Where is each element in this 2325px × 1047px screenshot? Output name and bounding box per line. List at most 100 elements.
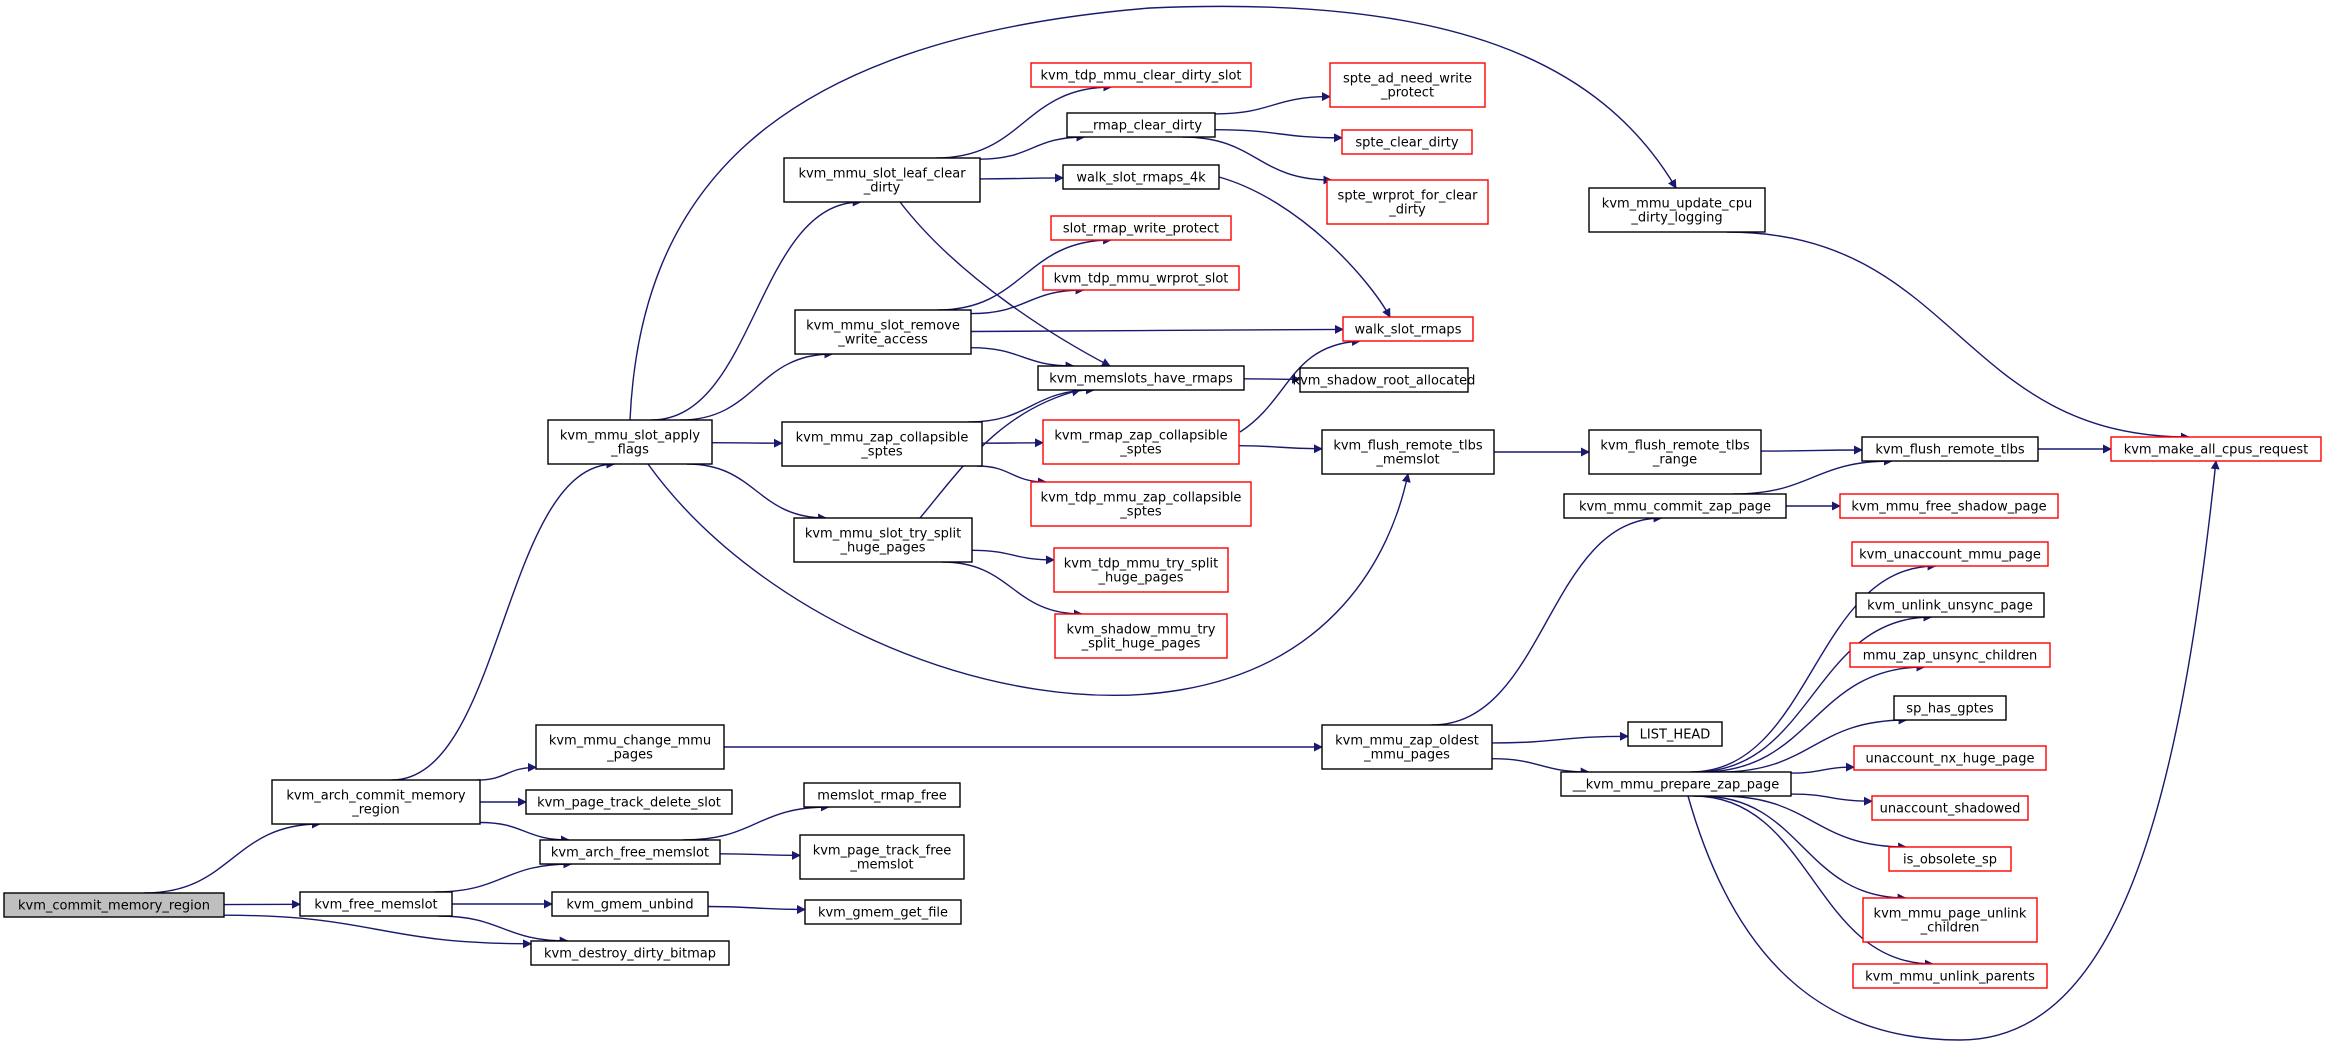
node-make-all-cpus-request[interactable]: kvm_make_all_cpus_request (2110, 436, 2322, 462)
node-label: mmu_zap_unsync_children (1863, 649, 2038, 664)
edge-prepare_zap_page-to-mmu_zap_unsync_children (1701, 662, 1926, 773)
node-walk-slot-rmaps[interactable]: walk_slot_rmaps (1342, 316, 1474, 342)
node-label: _sptes (860, 445, 903, 460)
node-memslot-rmap-free[interactable]: memslot_rmap_free (803, 782, 961, 808)
node-unaccount-mmu-page[interactable]: kvm_unaccount_mmu_page (1851, 541, 2049, 567)
node-label: spte_clear_dirty (1355, 136, 1458, 151)
node-label: kvm_flush_remote_tlbs (1875, 443, 2025, 458)
edge-slot_apply_flags-to-zap_collapsible_sptes (711, 438, 783, 448)
node-page-track-free-memslot[interactable]: kvm_page_track_free_memslot (799, 834, 965, 880)
node-sp-has-gptes[interactable]: sp_has_gptes (1893, 695, 2007, 721)
node-shadow-root-allocated[interactable]: kvm_shadow_root_allocated (1293, 367, 1476, 393)
node-commit-mem-region[interactable]: kvm_commit_memory_region (3, 892, 225, 918)
node-rmap-clear-dirty[interactable]: __rmap_clear_dirty (1066, 112, 1216, 138)
node-slot-remove-write-access[interactable]: kvm_mmu_slot_remove_write_access (794, 309, 972, 355)
node-slot-apply-flags[interactable]: kvm_mmu_slot_apply_flags (547, 419, 713, 465)
edge-free_memslot-to-arch_free_memslot (434, 859, 573, 893)
node-label: kvm_tdp_mmu_zap_collapsible (1041, 491, 1242, 506)
node-gmem-get-file[interactable]: kvm_gmem_get_file (804, 899, 962, 925)
node-box (1042, 265, 1240, 291)
node-label: LIST_HEAD (1640, 728, 1711, 743)
node-is-obsolete-sp[interactable]: is_obsolete_sp (1888, 846, 2012, 872)
node-unaccount-nx-huge-page[interactable]: unaccount_nx_huge_page (1853, 745, 2047, 771)
node-zap-collapsible-sptes[interactable]: kvm_mmu_zap_collapsible_sptes (781, 421, 983, 467)
node-spte-wrprot-for-clear-dirty[interactable]: spte_wrprot_for_clear_dirty (1326, 179, 1489, 225)
node-rmap-zap-collapsible[interactable]: kvm_rmap_zap_collapsible_sptes (1042, 419, 1240, 465)
edge-zap_oldest_mmu_pages-to-list_head (1491, 731, 1629, 744)
node-label: walk_slot_rmaps_4k (1076, 171, 1206, 186)
node-tdp-zap-collapsible[interactable]: kvm_tdp_mmu_zap_collapsible_sptes (1030, 481, 1252, 527)
node-free-memslot[interactable]: kvm_free_memslot (299, 891, 453, 917)
node-box (1066, 112, 1216, 138)
node-label: kvm_tdp_mmu_try_split (1064, 557, 1219, 572)
node-box (1849, 642, 2051, 668)
node-memslots-have-rmaps[interactable]: kvm_memslots_have_rmaps (1037, 365, 1245, 391)
edge-free_memslot-to-destroy_dirty_bitmap (438, 915, 569, 946)
node-prepare-zap-page[interactable]: __kvm_mmu_prepare_zap_page (1560, 771, 1792, 797)
node-change-mmu-pages[interactable]: kvm_mmu_change_mmu_pages (535, 724, 725, 770)
node-box (793, 517, 973, 563)
edge-arch_free_memslot-to-page_track_free_memslot (719, 850, 801, 860)
node-spte-clear-dirty[interactable]: spte_clear_dirty (1341, 129, 1473, 155)
edge-flush_tlbs_range-to-flush_remote_tlbs (1760, 445, 1863, 455)
edge-slot_remove_write_access-to-slot_rmap_write_protect (937, 235, 1113, 311)
edge-prepare_zap_page-to-unlink_unsync_page (1694, 612, 1933, 773)
node-gmem-unbind[interactable]: kvm_gmem_unbind (551, 891, 709, 917)
node-flush-remote-tlbs[interactable]: kvm_flush_remote_tlbs (1861, 436, 2039, 462)
node-label: kvm_flush_remote_tlbs (1600, 439, 1750, 454)
edge-memslots_have_rmaps-to-shadow_root_allocated (1243, 374, 1301, 384)
node-page-unlink-children[interactable]: kvm_mmu_page_unlink_children (1862, 897, 2038, 943)
node-destroy-dirty-bitmap[interactable]: kvm_destroy_dirty_bitmap (530, 940, 730, 966)
edge-slot_remove_write_access-to-walk_slot_rmaps (970, 324, 1344, 334)
node-tdp-try-split[interactable]: kvm_tdp_mmu_try_split_huge_pages (1053, 547, 1229, 593)
node-box (1054, 613, 1228, 659)
node-label: kvm_tdp_mmu_clear_dirty_slot (1040, 69, 1241, 84)
node-slot-rmap-write-protect[interactable]: slot_rmap_write_protect (1050, 215, 1232, 241)
edge-arch_free_memslot-to-memslot_rmap_free (683, 802, 830, 841)
node-tdp-wrprot-slot[interactable]: kvm_tdp_mmu_wrprot_slot (1042, 265, 1240, 291)
node-free-shadow-page[interactable]: kvm_mmu_free_shadow_page (1839, 493, 2059, 519)
node-commit-zap-page[interactable]: kvm_mmu_commit_zap_page (1563, 493, 1787, 519)
node-slot-try-split[interactable]: kvm_mmu_slot_try_split_huge_pages (793, 517, 973, 563)
edge-walk_slot_rmaps_4k-to-walk_slot_rmaps (1218, 176, 1391, 318)
node-zap-oldest-mmu-pages[interactable]: kvm_mmu_zap_oldest_mmu_pages (1321, 724, 1493, 770)
node-box (1037, 365, 1245, 391)
node-label: kvm_mmu_change_mmu (549, 734, 711, 749)
node-arch-commit[interactable]: kvm_arch_commit_memory_region (271, 779, 481, 825)
node-slot-leaf-clear-dirty[interactable]: kvm_mmu_slot_leaf_clear_dirty (783, 157, 981, 203)
node-label: kvm_commit_memory_region (18, 899, 210, 914)
node-shadow-try-split[interactable]: kvm_shadow_mmu_try_split_huge_pages (1054, 613, 1228, 659)
node-box (803, 782, 961, 808)
node-unlink-unsync-page[interactable]: kvm_unlink_unsync_page (1855, 592, 2045, 618)
node-flush-tlbs-memslot[interactable]: kvm_flush_remote_tlbs_memslot (1321, 429, 1495, 475)
node-update-cpu-dirty-logging[interactable]: kvm_mmu_update_cpu_dirty_logging (1588, 187, 1766, 233)
node-label: memslot_rmap_free (817, 789, 946, 804)
node-spte-ad-need-write-protect[interactable]: spte_ad_need_write_protect (1329, 62, 1486, 108)
node-box (783, 157, 981, 203)
node-box (1871, 795, 2029, 821)
node-box (1861, 436, 2039, 462)
node-label: _dirty (1388, 203, 1426, 218)
edge-arch_commit-to-slot_apply_flags (391, 459, 616, 781)
node-label: _children (1920, 921, 1980, 936)
node-flush-tlbs-range[interactable]: kvm_flush_remote_tlbs_range (1588, 429, 1762, 475)
node-box (1853, 745, 2047, 771)
node-arch-free-memslot[interactable]: kvm_arch_free_memslot (539, 839, 721, 865)
edge-rmap_clear_dirty-to-spte_clear_dirty (1214, 129, 1343, 143)
node-walk-slot-rmaps-4k[interactable]: walk_slot_rmaps_4k (1062, 164, 1220, 190)
node-tdp-clear-dirty-slot[interactable]: kvm_tdp_mmu_clear_dirty_slot (1030, 62, 1252, 88)
node-unaccount-shadowed[interactable]: unaccount_shadowed (1871, 795, 2029, 821)
node-box (535, 724, 725, 770)
edge-slot_try_split-to-tdp_try_split (971, 549, 1055, 565)
edges-layer (144, 5, 2220, 1041)
node-label: _mmu_pages (1363, 748, 1450, 763)
node-list-head[interactable]: LIST_HEAD (1627, 721, 1723, 747)
node-mmu-zap-unsync-children[interactable]: mmu_zap_unsync_children (1849, 642, 2051, 668)
node-label: _protect (1380, 86, 1434, 101)
node-unlink-parents[interactable]: kvm_mmu_unlink_parents (1852, 963, 2048, 989)
node-label: _dirty_logging (1630, 211, 1722, 226)
node-label: kvm_mmu_slot_try_split (805, 527, 961, 542)
node-page-track-delete-slot[interactable]: kvm_page_track_delete_slot (525, 789, 733, 815)
node-box (547, 419, 713, 465)
